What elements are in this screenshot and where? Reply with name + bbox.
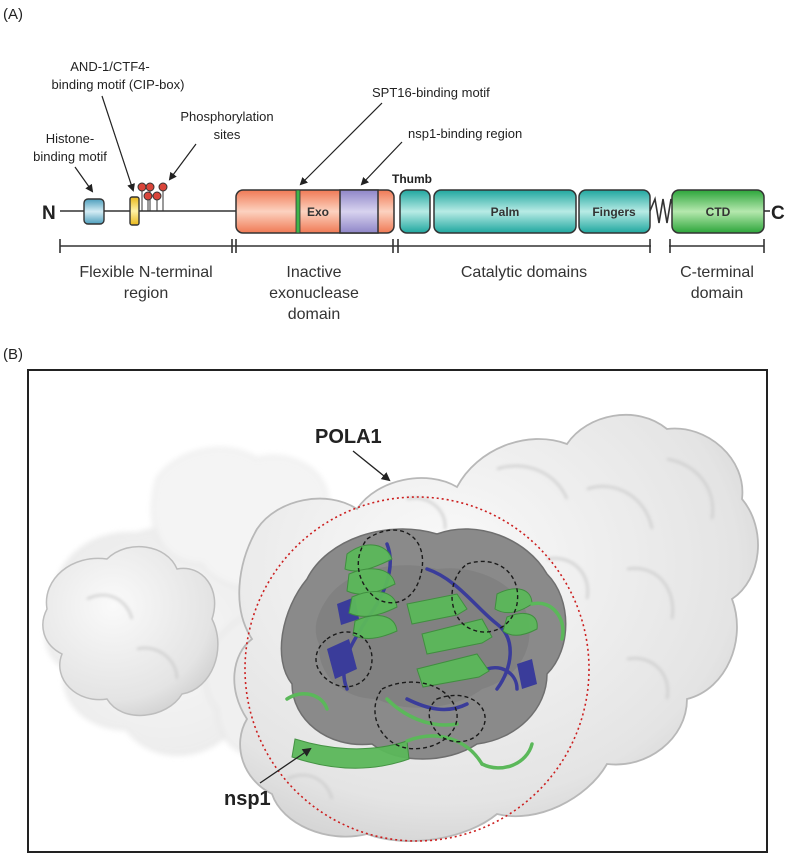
interaction-circle [244, 496, 590, 842]
palm-domain-box [433, 189, 577, 234]
pola1-label: POLA1 [315, 426, 382, 448]
thumb-domain-box [399, 189, 431, 234]
histone-annotation-line1: Histone- [46, 131, 94, 146]
panel-a-label: (A) [3, 6, 23, 23]
panel-b-label: (B) [3, 346, 23, 363]
fingers-domain-box [578, 189, 651, 234]
phospho-arrow [168, 143, 197, 181]
interface-dashed-outlines [315, 529, 519, 750]
surface-texture [86, 458, 714, 800]
cip-annotation-line2: binding motif (CIP-box) [52, 77, 185, 92]
exo-label: Exo [307, 205, 329, 219]
domain-architecture-diagram: N C Exo Thumb Palm Fingers CTD Histone- … [33, 59, 785, 323]
zigzag-linker [649, 196, 675, 224]
spt16-motif-stripe [295, 189, 301, 234]
structure-view: POLA1 nsp1 [27, 369, 768, 853]
n-terminus-label: N [42, 203, 56, 224]
ctd-label: CTD [706, 205, 731, 219]
nsp1-binding-region-box [339, 189, 379, 234]
left-surface-lobe [42, 545, 219, 717]
thumb-label: Thumb [392, 172, 432, 186]
nsp1-arrow [259, 747, 312, 784]
nsp1-region-annotation: nsp1-binding region [408, 126, 522, 141]
nsp1-loops-green [285, 601, 565, 770]
structure-render: POLA1 nsp1 [27, 369, 768, 853]
histone-binding-box [83, 198, 105, 225]
region-exo-line2: exonuclease [269, 285, 359, 302]
histone-arrow [74, 166, 94, 193]
pola1-arrow [352, 450, 391, 482]
c-terminus-label: C [771, 203, 785, 224]
region-exo-line1: Inactive [286, 264, 341, 281]
nsp1-label: nsp1 [224, 788, 271, 810]
phosphorylation-sites [137, 182, 168, 211]
region-cterm-line1: C-terminal [680, 264, 754, 281]
histone-annotation-line2: binding motif [33, 149, 107, 164]
cip-box [129, 196, 140, 226]
nsp1-blue-patches [327, 597, 537, 689]
phospho-annotation-line2: sites [214, 127, 241, 142]
region-exo-line3: domain [288, 306, 340, 323]
region-flexible-line2: region [124, 285, 168, 302]
bracket-gap [651, 240, 669, 252]
nsp1-ribbon-green [291, 544, 538, 769]
region-flexible-line1: Flexible N-terminal [79, 264, 212, 281]
nsp1-region-arrow [360, 141, 403, 186]
region-brackets [59, 239, 765, 253]
region-cterm-line2: domain [691, 285, 743, 302]
cip-arrow [101, 95, 135, 192]
region-catalytic: Catalytic domains [461, 264, 587, 281]
ctd-domain-box [671, 189, 765, 234]
fingers-label: Fingers [592, 205, 636, 219]
cip-annotation-line1: AND-1/CTF4- [70, 59, 149, 74]
phospho-annotation-line1: Phosphorylation [180, 109, 273, 124]
palm-label: Palm [491, 205, 520, 219]
structure-frame [27, 369, 768, 853]
spt16-annotation: SPT16-binding motif [372, 85, 490, 100]
spt16-arrow [299, 102, 383, 186]
